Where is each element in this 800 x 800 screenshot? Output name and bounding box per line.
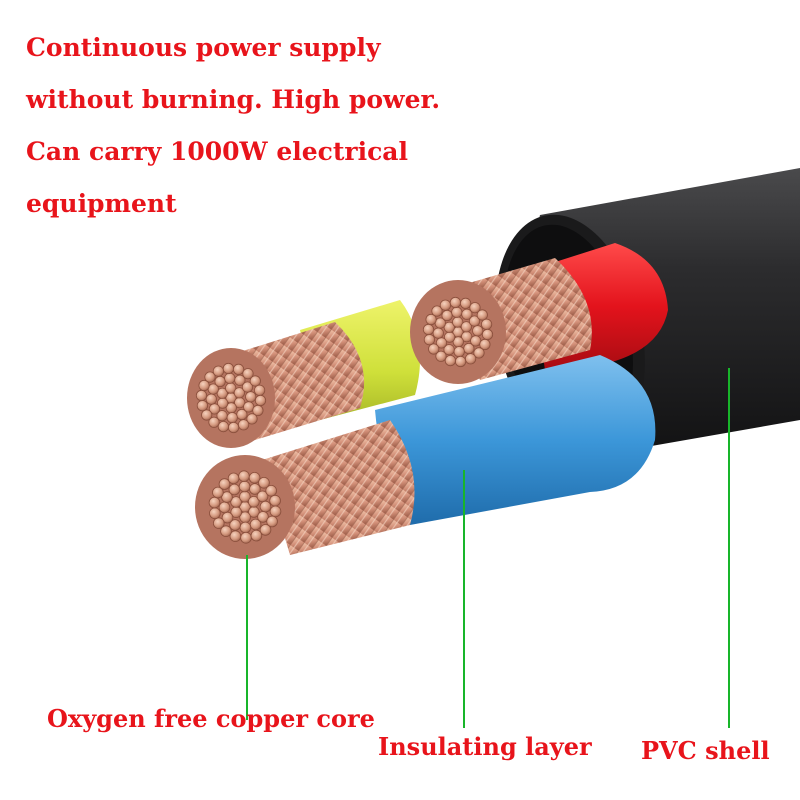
copper-strand xyxy=(246,413,258,425)
copper-strand xyxy=(257,511,269,523)
copper-strand xyxy=(435,350,447,362)
headline-line-4: equipment xyxy=(26,189,177,218)
copper-strand xyxy=(227,472,240,485)
copper-strand xyxy=(464,353,477,365)
copper-strand xyxy=(245,391,257,403)
copper-strand xyxy=(229,530,242,542)
copper-strand xyxy=(472,325,484,337)
copper-strand xyxy=(266,515,278,528)
copper-strand xyxy=(431,305,443,317)
copper-strand xyxy=(269,505,282,518)
copper-strand xyxy=(443,344,455,356)
copper-strand xyxy=(269,494,281,507)
headline-line-1: Continuous power supply xyxy=(26,33,381,62)
copper-strand xyxy=(480,318,493,330)
copper-strand xyxy=(423,334,435,346)
label-insulating-layer: Insulating layer xyxy=(378,732,592,761)
copper-strand xyxy=(208,416,220,428)
copper-strand xyxy=(213,517,225,529)
copper-strand xyxy=(233,387,245,399)
copper-strand xyxy=(432,327,444,339)
copper-strand xyxy=(229,519,241,531)
copper-strand-end-left xyxy=(195,362,267,434)
copper-strand xyxy=(234,374,246,386)
copper-strand xyxy=(254,394,267,407)
copper-strand xyxy=(476,309,488,321)
copper-strand xyxy=(444,354,456,367)
copper-strand xyxy=(218,501,231,514)
copper-strand xyxy=(226,412,238,424)
headline-line-3: Can carry 1000W electrical xyxy=(26,137,408,166)
copper-strand xyxy=(250,529,263,542)
copper-strand xyxy=(479,338,491,351)
copper-strand xyxy=(249,483,261,495)
copper-strand xyxy=(216,410,228,422)
headline: Continuous power supply without burning.… xyxy=(26,22,496,230)
copper-strand xyxy=(198,379,210,392)
copper-strand xyxy=(218,478,231,490)
copper-strand xyxy=(422,323,435,336)
copper-strand xyxy=(441,309,453,322)
copper-strand xyxy=(209,507,221,520)
copper-strand xyxy=(265,484,278,497)
label-copper-core: Oxygen free copper core xyxy=(47,704,375,733)
copper-strand xyxy=(425,313,437,326)
copper-strand xyxy=(201,409,213,421)
headline-line-2: without burning. High power. xyxy=(26,85,441,114)
copper-strand xyxy=(259,524,272,536)
copper-strand xyxy=(204,371,216,383)
copper-strand xyxy=(208,496,221,509)
copper-strand xyxy=(228,483,241,496)
copper-strand xyxy=(224,372,236,384)
copper-strand xyxy=(242,368,254,380)
copper-strand xyxy=(451,306,463,318)
copper-strand xyxy=(230,496,242,508)
copper-strand xyxy=(453,346,465,358)
copper-strand xyxy=(222,362,234,375)
copper-strand-end-top xyxy=(422,296,494,368)
copper-strand xyxy=(196,400,208,412)
copper-strand xyxy=(252,404,264,417)
copper-strand xyxy=(212,365,224,377)
copper-strand xyxy=(439,299,451,311)
copper-strand xyxy=(259,500,272,513)
copper-strand xyxy=(459,297,472,309)
copper-strand xyxy=(195,389,208,402)
copper-strand xyxy=(460,321,472,333)
copper-strand xyxy=(469,302,481,314)
copper-strand xyxy=(217,420,229,433)
copper-strand xyxy=(454,355,467,368)
copper-strand xyxy=(258,476,270,489)
copper-strand xyxy=(248,471,261,484)
copper-strand xyxy=(248,495,260,508)
copper-strand xyxy=(220,525,232,537)
copper-strand xyxy=(481,328,494,341)
copper-strand xyxy=(443,321,455,333)
copper-strand xyxy=(254,384,266,396)
copper-strand xyxy=(473,347,485,359)
copper-strand-end-front xyxy=(208,470,282,544)
copper-strand xyxy=(221,491,233,503)
copper-strand xyxy=(449,296,461,309)
copper-strand xyxy=(238,419,250,431)
copper-strand xyxy=(240,531,252,544)
copper-strand xyxy=(428,343,440,355)
copper-strand xyxy=(228,421,240,434)
copper-strand xyxy=(238,470,250,483)
copper-strand xyxy=(238,480,251,493)
copper-strand xyxy=(205,393,217,405)
label-pvc-shell: PVC shell xyxy=(641,736,770,765)
copper-strand xyxy=(214,375,226,388)
copper-strand xyxy=(239,521,252,534)
copper-strand xyxy=(216,387,228,399)
copper-strand xyxy=(212,486,224,499)
copper-strand xyxy=(461,308,473,320)
copper-strand xyxy=(249,375,261,387)
copper-strand xyxy=(233,363,245,375)
